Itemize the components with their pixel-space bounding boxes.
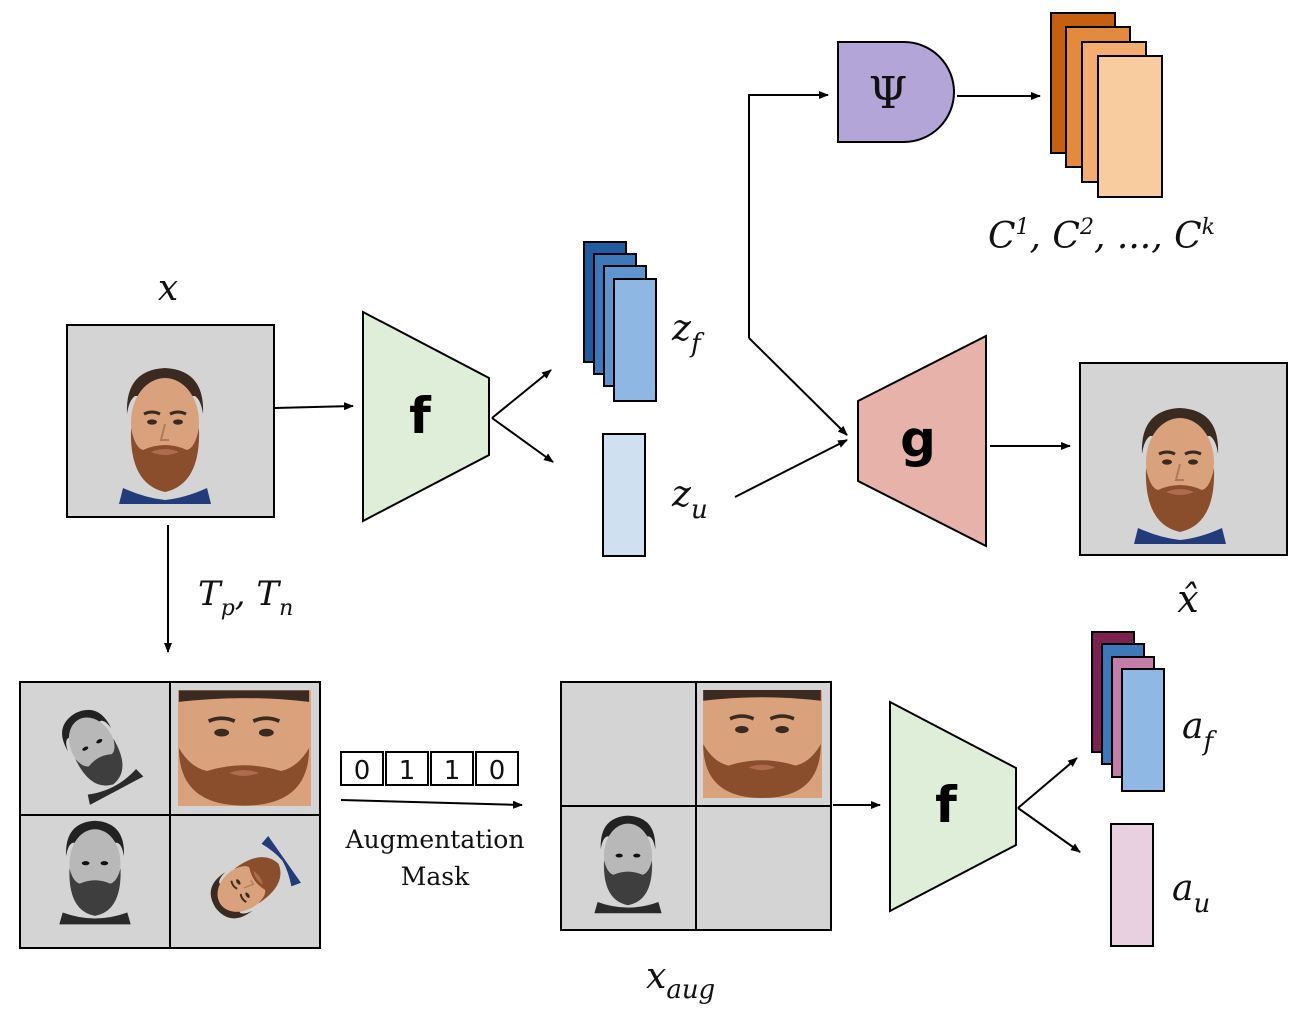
label-x: x [158, 268, 178, 309]
masked-augmentation-grid [560, 681, 832, 931]
reconstructed-image [1079, 362, 1288, 556]
zf-feature-stack [583, 241, 657, 402]
psi-label: Ψ [869, 68, 908, 119]
encoder-f-top: f [362, 310, 490, 523]
arrow-encoder-to-zf [491, 369, 552, 419]
zu-vector [602, 433, 646, 557]
decoder-g-label: g [900, 410, 936, 468]
label-af: af [1182, 706, 1217, 757]
encoder-f-label: f [409, 387, 432, 445]
arrow-encoder-to-zu [491, 417, 554, 463]
mask-bits: 0 1 1 0 [340, 751, 519, 786]
augment-closeup [176, 688, 312, 808]
concept-stack [1050, 12, 1163, 198]
arrow-grid-to-xaug [340, 799, 523, 809]
arrow-zf-to-decoder [748, 337, 848, 436]
encoder-f-bottom: f [889, 700, 1017, 913]
arrow-encoder-to-au [1017, 807, 1081, 853]
label-xaug: xaug [646, 956, 715, 1005]
xaug-closeup [701, 688, 823, 800]
decoder-g: g [857, 334, 987, 548]
label-zf: zf [671, 308, 705, 359]
au-vector [1110, 823, 1154, 947]
mask-bit-4: 0 [489, 756, 506, 786]
mask-bit-1: 0 [354, 756, 371, 786]
concept-head-psi: Ψ [837, 41, 955, 143]
encoder-f-bottom-label: f [935, 776, 958, 834]
label-augmentation: Augmentation [345, 825, 525, 854]
arrow-zf-to-psi [748, 91, 829, 338]
label-mask: Mask [401, 862, 470, 891]
label-transforms: Tp, Tn [198, 574, 293, 621]
mask-bit-3: 1 [444, 756, 461, 786]
label-xhat: x̂ [1177, 577, 1198, 621]
label-concepts: C1, C2, ..., Ck [988, 215, 1215, 257]
arrow-zu-to-decoder [734, 439, 848, 498]
af-feature-stack [1091, 631, 1165, 792]
arrow-x-to-encoder [274, 402, 354, 411]
label-zu: zu [671, 474, 708, 525]
augmentation-grid [19, 681, 321, 949]
input-image-x [66, 324, 275, 518]
label-au: au [1172, 868, 1210, 919]
arrow-encoder-to-af [1017, 757, 1078, 809]
mask-bit-2: 1 [399, 756, 416, 786]
